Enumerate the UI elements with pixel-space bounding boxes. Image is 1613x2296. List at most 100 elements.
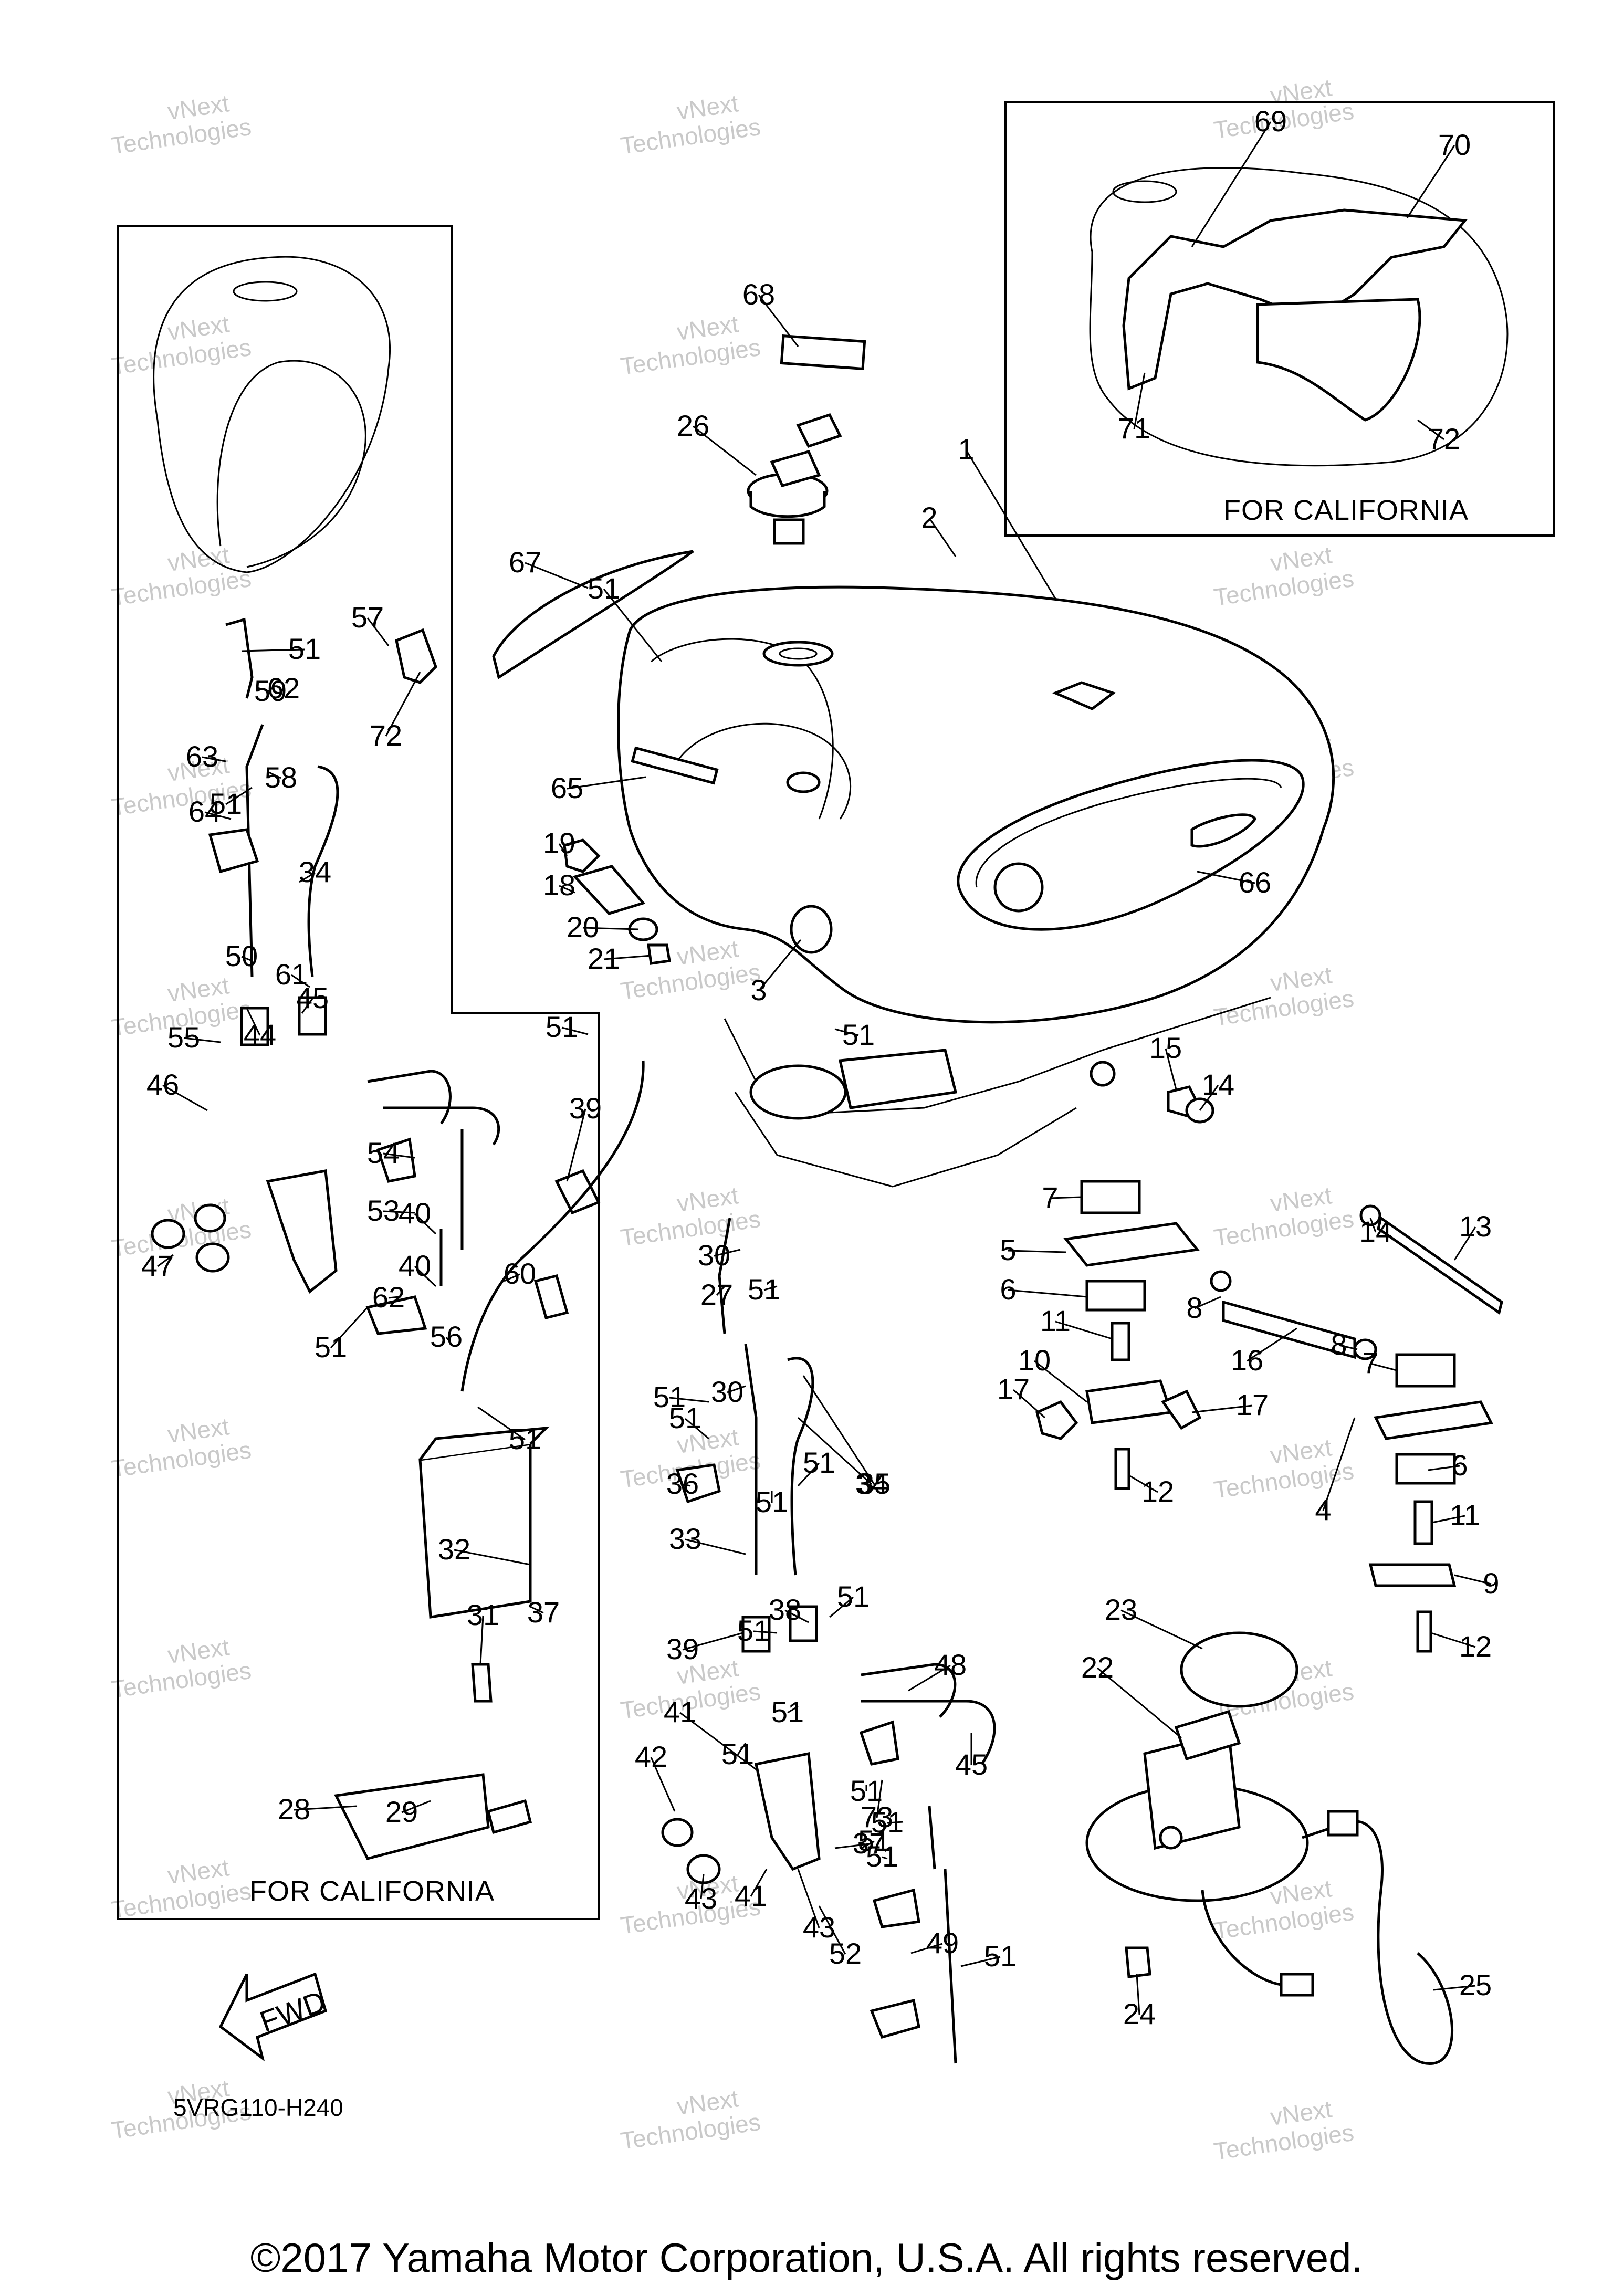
leader-line xyxy=(682,1632,743,1651)
callout-69: 69 xyxy=(1254,104,1287,138)
leader-line xyxy=(225,787,253,805)
callout-11: 11 xyxy=(1450,1498,1480,1532)
leader-line xyxy=(1191,1404,1253,1413)
callout-14: 14 xyxy=(1202,1068,1234,1101)
leader-line xyxy=(1128,1474,1158,1493)
leader-line xyxy=(1165,1048,1177,1090)
leader-line xyxy=(401,1800,431,1813)
callout-50: 50 xyxy=(225,939,258,972)
callout-54: 54 xyxy=(367,1136,400,1169)
callout-70: 70 xyxy=(1438,128,1471,161)
callout-52: 52 xyxy=(829,1937,862,1970)
leader-line xyxy=(1247,1327,1297,1362)
leader-line xyxy=(1453,1226,1476,1261)
callout-34: 34 xyxy=(855,1467,888,1500)
callout-30: 30 xyxy=(698,1239,730,1272)
callout-28: 28 xyxy=(278,1792,310,1826)
callout-66: 66 xyxy=(1239,866,1271,899)
callout-37: 37 xyxy=(527,1596,560,1629)
callout-57: 57 xyxy=(351,601,384,634)
leader-line xyxy=(928,518,957,557)
callout-56: 56 xyxy=(430,1320,463,1353)
leader-line xyxy=(1034,1360,1087,1403)
part-3 xyxy=(790,905,833,954)
leader-line xyxy=(330,1306,369,1349)
leader-line xyxy=(685,1538,746,1555)
callout-26: 26 xyxy=(677,409,709,442)
callout-13: 13 xyxy=(1459,1210,1492,1243)
leader-line xyxy=(246,1008,261,1036)
leader-line xyxy=(1433,1985,1476,1991)
mount-hardware xyxy=(1035,1085,1503,1653)
callout-39: 39 xyxy=(666,1632,699,1665)
leader-line xyxy=(797,1869,820,1928)
callout-9: 9 xyxy=(1483,1567,1499,1600)
leader-line xyxy=(525,562,589,589)
leader-line xyxy=(183,1037,221,1043)
inset-tank xyxy=(1089,167,1509,467)
part-54 xyxy=(492,550,694,679)
callout-23: 23 xyxy=(1105,1593,1137,1626)
callout-22: 22 xyxy=(1081,1651,1114,1684)
callout-10: 10 xyxy=(1018,1344,1051,1377)
callout-68: 68 xyxy=(742,278,775,311)
leader-line xyxy=(1430,1632,1476,1648)
callout-51: 51 xyxy=(850,1774,883,1807)
callout-51: 51 xyxy=(546,1010,578,1043)
leader-line xyxy=(366,617,390,646)
callout-51: 51 xyxy=(653,1380,686,1413)
leader-line xyxy=(1120,1609,1203,1650)
leader-line xyxy=(1338,1344,1358,1350)
leader-line xyxy=(414,1213,437,1235)
leader-line xyxy=(669,1397,709,1403)
leader-line xyxy=(758,295,799,347)
callout-72: 72 xyxy=(1428,422,1460,455)
leader-line xyxy=(204,811,232,820)
callout-40: 40 xyxy=(399,1197,431,1230)
leader-line xyxy=(1008,1250,1066,1253)
leader-line xyxy=(157,1254,174,1267)
callout-67: 67 xyxy=(509,546,541,579)
callout-40: 40 xyxy=(399,1249,431,1282)
california-box-top-right xyxy=(1004,101,1555,537)
callout-45: 45 xyxy=(296,981,329,1014)
callout-37: 37 xyxy=(853,1827,885,1860)
callout-44: 44 xyxy=(244,1018,276,1051)
leader-line xyxy=(685,1418,709,1440)
leader-line xyxy=(650,1757,676,1812)
callout-51: 51 xyxy=(669,1401,701,1434)
leader-line xyxy=(1369,1218,1377,1233)
leader-line xyxy=(291,974,310,988)
leader-line xyxy=(1197,871,1255,884)
leader-line xyxy=(787,1705,799,1714)
callout-48: 48 xyxy=(934,1648,967,1681)
leader-line xyxy=(834,1843,870,1849)
leader-line xyxy=(202,756,226,762)
leader-line xyxy=(910,1943,943,1954)
leader-line xyxy=(454,1549,531,1566)
callout-6: 6 xyxy=(1000,1273,1016,1306)
callout-19: 19 xyxy=(543,826,575,859)
fuel-pump-assembly xyxy=(1085,1631,1453,2065)
callout-51: 51 xyxy=(288,632,321,665)
callout-73: 73 xyxy=(861,1800,893,1833)
leader-line xyxy=(1136,1974,1140,2015)
leader-line xyxy=(1199,1085,1219,1111)
leader-line xyxy=(682,1483,691,1487)
leader-line xyxy=(1431,1515,1465,1524)
callout-36: 36 xyxy=(666,1467,699,1500)
california-caption-left: FOR CALIFORNIA xyxy=(249,1875,495,1907)
leader-line xyxy=(829,1596,854,1618)
callout-51: 51 xyxy=(748,1273,780,1306)
callout-34: 34 xyxy=(299,855,331,888)
leader-line xyxy=(802,1375,875,1485)
callout-15: 15 xyxy=(1149,1031,1182,1064)
callout-45: 45 xyxy=(955,1748,988,1781)
leader-line xyxy=(294,1805,358,1811)
callout-35: 35 xyxy=(858,1467,891,1500)
left-tank-sketch xyxy=(153,256,391,573)
callout-8: 8 xyxy=(1186,1291,1202,1324)
callout-31: 31 xyxy=(467,1598,499,1631)
